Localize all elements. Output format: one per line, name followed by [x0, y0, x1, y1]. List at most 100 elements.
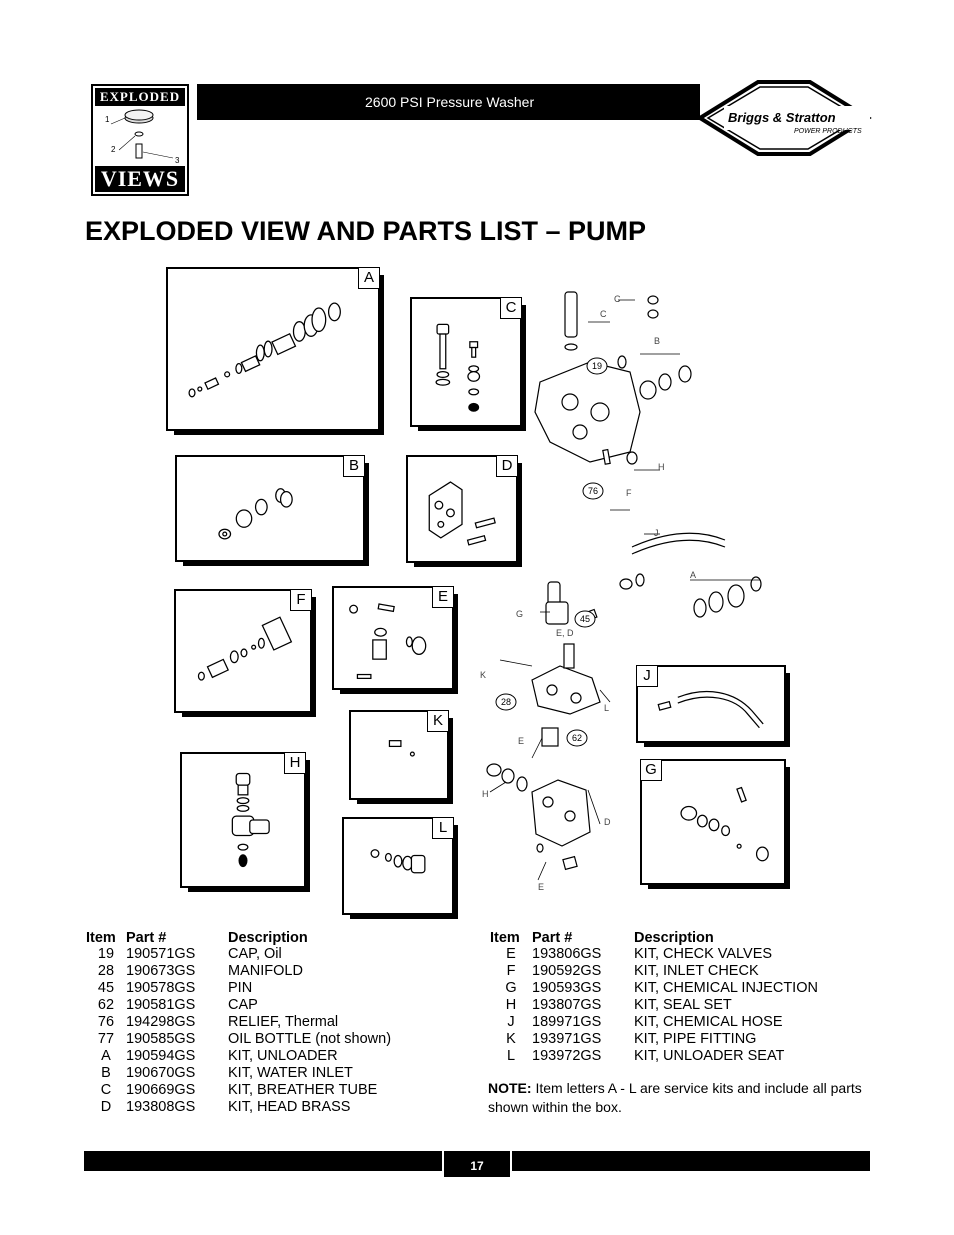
description-cell: KIT, PIPE FITTING: [634, 1031, 757, 1047]
kit-box-a: A: [166, 267, 384, 435]
kit-label-l: L: [432, 817, 454, 839]
assembly-label-g: G: [516, 609, 523, 619]
exploded-views-logo: EXPLODED 1 2 3 VIEWS: [91, 84, 189, 196]
unloader-seat-parts-icon: [370, 849, 426, 874]
table-row: D 193808GS KIT, HEAD BRASS: [86, 1099, 428, 1116]
item-cell: H: [505, 997, 517, 1013]
kit-box-k: K: [349, 710, 453, 804]
service-kit-note: NOTE: Item letters A - L are service kit…: [488, 1079, 868, 1117]
note-text: Item letters A - L are service kits and …: [488, 1080, 862, 1115]
kit-label-g: H: [284, 752, 306, 774]
logo-callout-2: 2: [111, 145, 116, 154]
item-cell: 45: [97, 980, 115, 996]
description-cell: KIT, BREATHER TUBE: [228, 1082, 378, 1098]
assembly-label-e2: E: [538, 882, 544, 892]
unloader-parts-icon: [188, 302, 341, 398]
part-cell: 194298GS: [126, 1014, 196, 1030]
item-cell: F: [506, 963, 516, 979]
page-title: EXPLODED VIEW AND PARTS LIST – PUMP: [85, 216, 647, 246]
item-cell: G: [505, 980, 517, 996]
item-cell: 77: [97, 1031, 115, 1047]
assembly-label-f: F: [626, 488, 632, 498]
kit-box-b: B: [175, 455, 369, 566]
part-cell: 193971GS: [532, 1031, 602, 1047]
assembly-label-h2: H: [482, 789, 489, 799]
kit-label-j: J: [636, 665, 658, 687]
description-cell: KIT, UNLOADER: [228, 1048, 338, 1064]
description-cell: KIT, WATER INLET: [228, 1065, 353, 1081]
part-cell: 190581GS: [126, 997, 196, 1013]
kit-box-l: L: [342, 817, 458, 919]
part-cell: 190592GS: [532, 963, 602, 979]
assembly-label-l: L: [604, 703, 609, 713]
kit-box-d: D: [406, 455, 522, 567]
logo-callout-1: 1: [105, 115, 110, 124]
callout-28: 28: [501, 697, 511, 707]
item-cell: 62: [97, 997, 115, 1013]
item-cell: D: [100, 1099, 112, 1115]
assembly-label-ed: E, D: [556, 628, 574, 638]
water-inlet-parts-icon: [218, 488, 293, 540]
assembly-label-j: J: [654, 528, 659, 538]
check-valves-parts-icon: [349, 603, 427, 680]
assembly-label-h1: H: [658, 462, 665, 472]
pipe-fitting-parts-icon: [388, 740, 415, 757]
description-cell: KIT, CHECK VALVES: [634, 946, 773, 962]
product-title: 2600 PSI Pressure Washer: [365, 94, 535, 110]
assembly-label-c1: C: [614, 294, 621, 304]
kit-box-e: E: [332, 586, 458, 694]
assembly-label-e1: E: [518, 736, 524, 746]
head-brass-parts-icon: [428, 481, 496, 546]
description-cell: KIT, CHEMICAL INJECTION: [634, 980, 818, 996]
item-cell: K: [506, 1031, 516, 1047]
kit-box-f: F: [174, 589, 316, 717]
kit-label-h: G: [640, 759, 662, 781]
assembly-label-c2: C: [600, 309, 607, 319]
item-cell: E: [506, 946, 516, 962]
part-cell: 193807GS: [532, 997, 602, 1013]
part-cell: 193808GS: [126, 1099, 196, 1115]
callout-62: 62: [572, 733, 582, 743]
kit-box-j: J: [636, 665, 790, 747]
description-cell: CAP: [228, 997, 258, 1013]
note-label: NOTE:: [488, 1080, 532, 1096]
seal-set-parts-icon: [680, 786, 769, 862]
col-description-header: Description: [228, 929, 308, 946]
description-cell: KIT, CHEMICAL HOSE: [634, 1014, 783, 1030]
description-cell: KIT, HEAD BRASS: [228, 1099, 351, 1115]
kit-label-d: D: [496, 455, 518, 477]
col-item-header: Item: [86, 929, 116, 946]
part-cell: 190673GS: [126, 963, 196, 979]
logo-bottom-text: VIEWS: [95, 166, 185, 192]
assembly-label-b: B: [654, 336, 660, 346]
assembly-label-d: D: [604, 817, 611, 827]
kit-label-c: C: [500, 297, 522, 319]
part-cell: 190585GS: [126, 1031, 196, 1047]
logo-top-text: EXPLODED: [95, 88, 185, 106]
item-cell: 76: [97, 1014, 115, 1030]
description-cell: KIT, INLET CHECK: [634, 963, 759, 979]
kit-label-e: E: [432, 586, 454, 608]
assembly-label-a: A: [690, 570, 696, 580]
kit-label-a: A: [358, 267, 380, 289]
part-cell: 190669GS: [126, 1082, 196, 1098]
assembly-label-k: K: [480, 670, 486, 680]
chemical-injection-parts-icon: [231, 772, 270, 868]
callout-45: 45: [580, 614, 590, 624]
item-cell: L: [506, 1048, 516, 1064]
item-cell: J: [507, 1014, 515, 1030]
chemical-hose-parts-icon: [657, 691, 764, 729]
